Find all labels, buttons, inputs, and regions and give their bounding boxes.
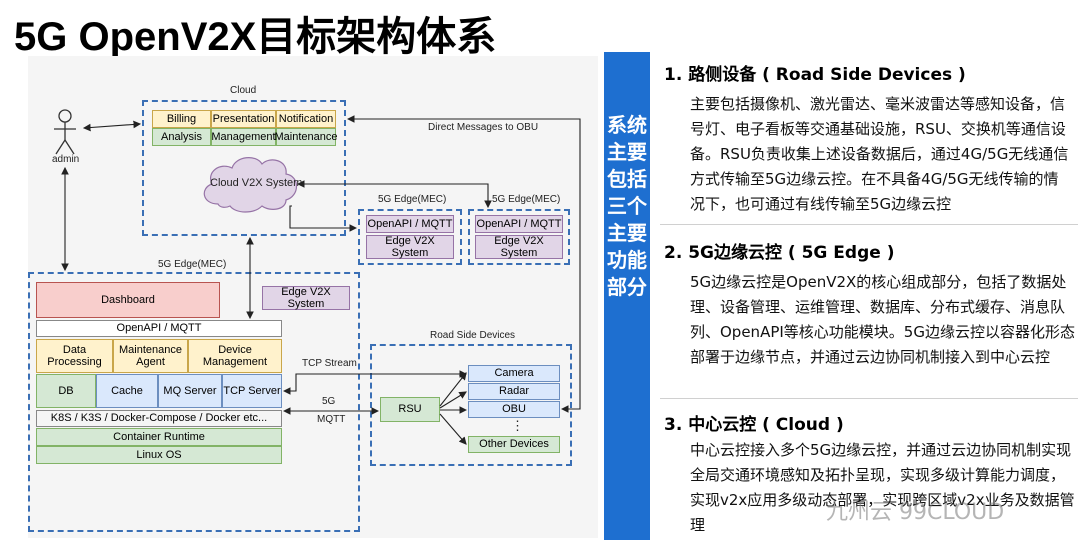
maintenance-module: Maintenance (275, 128, 338, 146)
db-module: DB (36, 374, 96, 408)
other-devices: Other Devices (468, 436, 560, 453)
section-divider-2 (660, 398, 1078, 399)
presentation-module: Presentation (211, 110, 276, 128)
device-management-module: Device Management (188, 339, 282, 373)
edge-mec-main-label: 5G Edge(MEC) (158, 259, 227, 270)
cloud-v2x-system: Cloud V2X System (210, 177, 303, 189)
mqtt-label: MQTT (317, 414, 346, 425)
container-runtime-layer: Container Runtime (36, 428, 282, 446)
maintenance-agent-module: Maintenance Agent (113, 339, 188, 373)
architecture-diagram: admin Cloud Billing Presentation Notific… (28, 56, 598, 538)
sidebar-banner: 系统主要包括三个主要功能部分 (604, 52, 650, 540)
ellipsis: ⋮ (511, 418, 524, 433)
watermark: 九州云 99CLOUD (826, 500, 1005, 525)
cloud-group (142, 100, 346, 236)
section-3-heading: 3. 中心云控 ( Cloud ) (664, 415, 844, 435)
notification-module: Notification (276, 110, 336, 128)
mq-server-module: MQ Server (158, 374, 222, 408)
main-openapi-mqtt: OpenAPI / MQTT (36, 320, 282, 337)
5g-label: 5G (322, 396, 336, 407)
billing-module: Billing (152, 110, 211, 128)
tcp-stream-label: TCP Stream (302, 358, 357, 369)
section-3-body: 中心云控接入多个5G边缘云控，并通过云边协同机制实现全局交通环境感知及拓扑呈现，… (690, 441, 1075, 534)
tcp-server-module: TCP Server (222, 374, 282, 408)
management-module: Management (211, 128, 276, 146)
k8s-layer: K8S / K3S / Docker-Compose / Docker etc.… (36, 410, 282, 427)
section-1-heading: 1. 路侧设备 ( Road Side Devices ) (664, 65, 966, 85)
cloud-group-label: Cloud (230, 85, 257, 96)
main-edge-v2x-system: Edge V2X System (262, 286, 350, 310)
section-2-body: 5G边缘云控是OpenV2X的核心组成部分，包括了数据处理、设备管理、运维管理、… (690, 273, 1075, 366)
admin-label: admin (52, 154, 80, 165)
section-2-heading: 2. 5G边缘云控 ( 5G Edge ) (664, 243, 895, 263)
diagram-connectors (61, 115, 581, 445)
sidebar-text: 系统主要包括三个主要功能部分 (607, 113, 647, 299)
page-title: 5G OpenV2X目标架构体系 (14, 15, 497, 59)
analysis-module: Analysis (152, 128, 211, 146)
section-1-body: 主要包括摄像机、激光雷达、毫米波雷达等感知设备，信号灯、电子看板等交通基础设施，… (690, 95, 1069, 213)
dashboard: Dashboard (36, 282, 220, 318)
data-processing-module: Data Processing (36, 339, 113, 373)
linux-os-layer: Linux OS (36, 446, 282, 464)
cloud-shape (203, 157, 298, 213)
admin-user-icon (54, 109, 76, 155)
cache-module: Cache (96, 374, 158, 408)
section-divider-1 (660, 224, 1078, 225)
